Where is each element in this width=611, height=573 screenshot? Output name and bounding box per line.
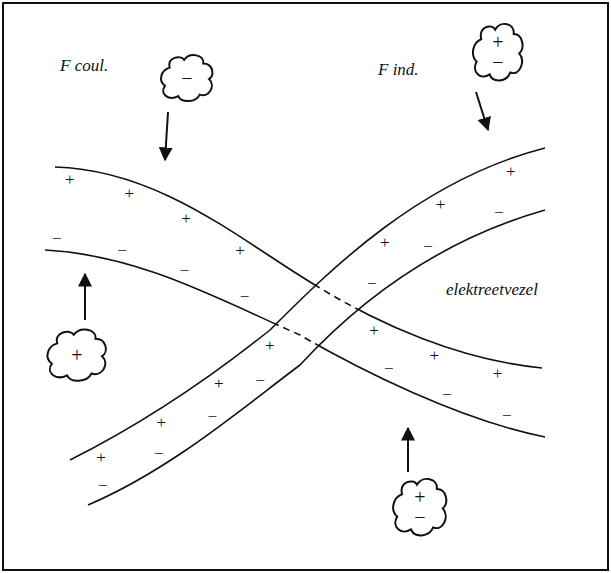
charge-sign: + bbox=[414, 487, 425, 507]
charge-sign: − bbox=[494, 204, 504, 221]
charge-sign: + bbox=[506, 163, 516, 180]
charge-sign: + bbox=[492, 32, 503, 52]
charge-sign: − bbox=[423, 238, 433, 255]
charge-sign: − bbox=[442, 386, 452, 403]
charge-sign: − bbox=[240, 288, 250, 305]
charge-sign: + bbox=[156, 414, 166, 431]
charge-sign: − bbox=[492, 52, 503, 72]
charge-sign: + bbox=[265, 337, 275, 354]
charge-sign: + bbox=[429, 347, 439, 364]
fiber-label: elektreetvezel bbox=[446, 280, 538, 300]
particle-cloud: +− bbox=[470, 20, 526, 84]
charge-sign: − bbox=[255, 372, 265, 389]
charge-sign: + bbox=[380, 234, 390, 251]
charge-sign: − bbox=[384, 360, 394, 377]
force-label: F coul. bbox=[60, 56, 108, 76]
charge-sign: + bbox=[181, 210, 191, 227]
charge-sign: + bbox=[214, 375, 224, 392]
charge-sign: − bbox=[414, 507, 425, 527]
charge-sign: + bbox=[71, 345, 82, 365]
charge-sign: − bbox=[98, 477, 108, 494]
charge-sign: + bbox=[493, 365, 503, 382]
charge-sign: − bbox=[154, 445, 164, 462]
charge-sign: + bbox=[125, 185, 135, 202]
charge-sign: − bbox=[180, 262, 190, 279]
particle-cloud: − bbox=[158, 52, 216, 104]
charge-sign: − bbox=[367, 275, 377, 292]
charge-sign: + bbox=[96, 449, 106, 466]
charge-sign: − bbox=[502, 407, 512, 424]
charge-sign: + bbox=[369, 322, 379, 339]
charge-sign: − bbox=[52, 230, 62, 247]
particle-cloud: +− bbox=[390, 475, 450, 539]
force-label: F ind. bbox=[378, 60, 419, 80]
charge-sign: − bbox=[208, 408, 218, 425]
charge-sign: − bbox=[181, 68, 192, 88]
charge-sign: − bbox=[117, 242, 127, 259]
charge-sign: + bbox=[436, 196, 446, 213]
charge-sign: + bbox=[235, 242, 245, 259]
charge-sign: + bbox=[65, 171, 75, 188]
particle-cloud: + bbox=[44, 326, 110, 384]
